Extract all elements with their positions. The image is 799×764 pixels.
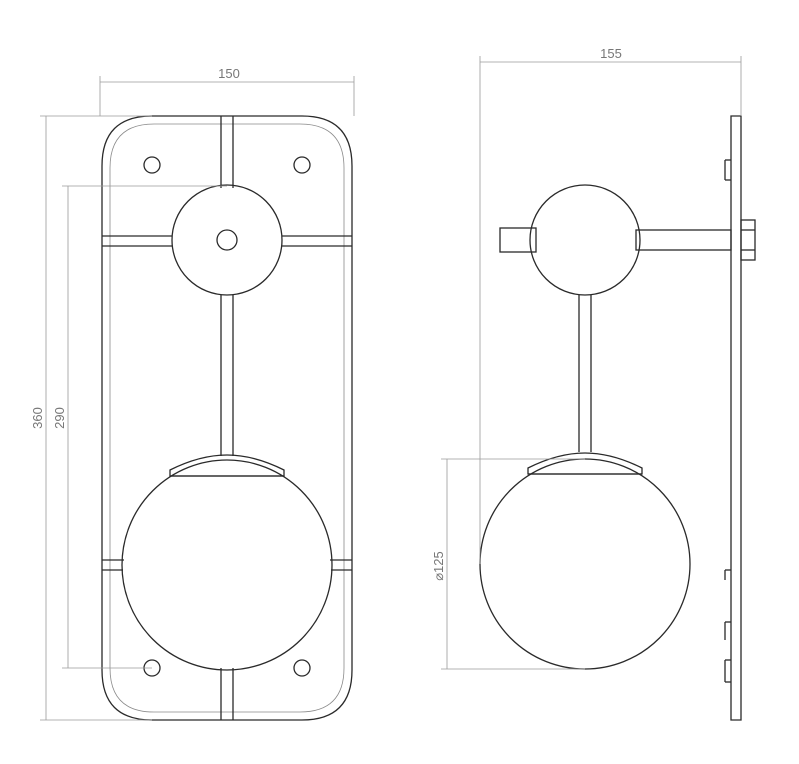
side-hub-sphere	[529, 184, 641, 296]
side-arm-rear	[499, 227, 537, 253]
side-arm-front	[635, 229, 732, 251]
front-view: 150 360 290	[30, 66, 355, 721]
front-globe	[121, 459, 333, 671]
front-mount-hole-tl	[143, 156, 161, 174]
front-backplate-outline	[101, 115, 353, 721]
side-globe-cap	[527, 452, 643, 475]
front-mount-hole-br	[293, 659, 311, 677]
dim-diameter-label: ⌀125	[431, 551, 446, 581]
side-view: 155 ⌀125	[431, 46, 756, 721]
front-globe-cap	[169, 454, 285, 477]
dim-center-label: 290	[52, 407, 67, 429]
front-mount-hole-tr	[293, 156, 311, 174]
side-backplate	[730, 115, 742, 721]
front-frame-inner	[109, 123, 345, 713]
side-nut	[740, 219, 756, 261]
dim-height-label: 360	[30, 407, 45, 429]
front-hub-center-hole	[216, 229, 238, 251]
front-hub-sphere	[171, 184, 283, 296]
side-globe	[479, 458, 691, 670]
dim-width-label: 150	[218, 66, 240, 81]
dim-depth-label: 155	[600, 46, 622, 61]
